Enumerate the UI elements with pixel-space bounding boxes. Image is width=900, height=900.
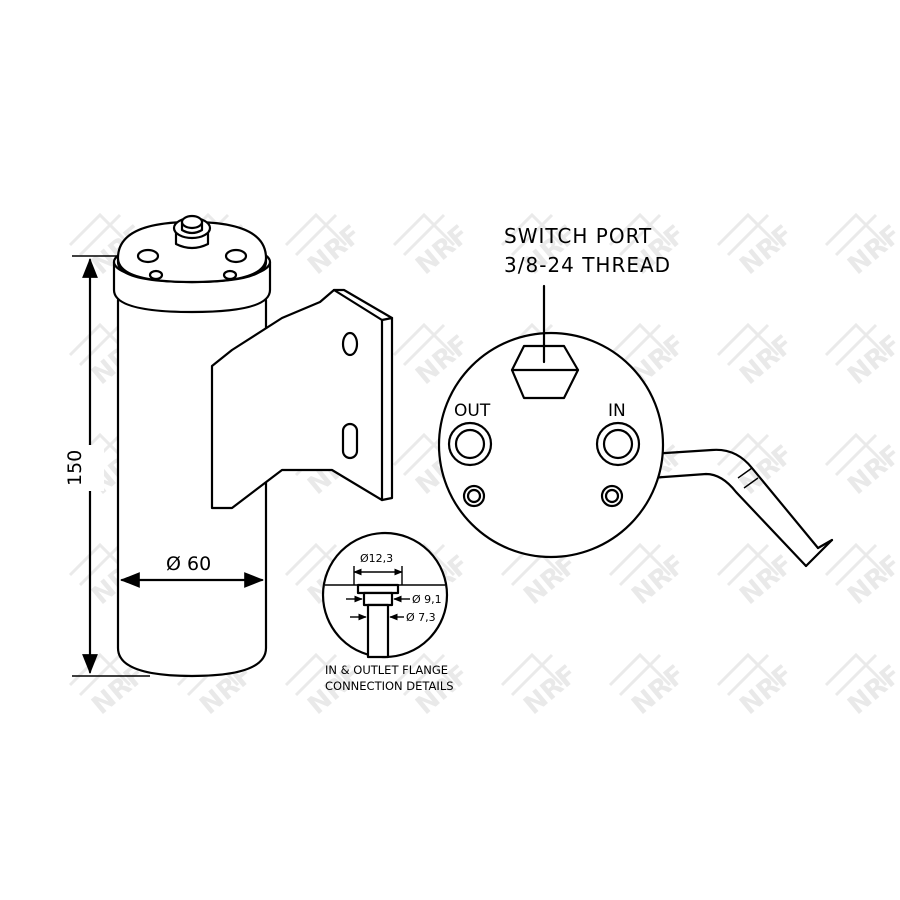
watermark-tile: NRF [716,542,799,611]
watermark-tile: NRF [716,652,799,721]
watermark-tile: NRF [716,212,799,281]
watermark-tile: NRF [608,542,691,611]
switch-port-callout: SWITCH PORT 3/8-24 THREAD [504,224,671,364]
watermark-tile: NRF [824,432,900,501]
svg-text:NRF: NRF [734,220,799,281]
switch-port-thread: 3/8-24 THREAD [504,253,671,277]
watermark-tile: NRF [716,432,799,501]
watermark-tile: NRF [824,212,900,281]
svg-text:NRF: NRF [734,550,799,611]
diameter-value: Ø 60 [166,553,211,575]
watermark-tile: NRF [824,322,900,391]
flange-caption-line1: IN & OUTLET FLANGE [325,663,448,677]
svg-text:NRF: NRF [302,220,367,281]
watermark-tile: NRF [392,212,475,281]
svg-text:NRF: NRF [626,660,691,721]
switch-port-label: SWITCH PORT [504,224,652,248]
out-port-label: OUT [454,401,491,421]
svg-text:NRF: NRF [518,550,583,611]
watermark-tile: NRF [716,322,799,391]
flange-detail: Ø12,3 Ø 9,1 Ø 7,3 IN & OUTLET FLANGE CON… [321,531,454,693]
watermark-tile: NRF [824,542,900,611]
flange-diameter-9-1: Ø 9,1 [412,593,442,606]
flange-diameter-12-3: Ø12,3 [360,552,393,565]
watermark-tile: NRF [608,652,691,721]
height-dimension: 150 [64,255,150,677]
svg-text:NRF: NRF [734,660,799,721]
drier-end-view: OUT IN [437,331,834,568]
svg-text:NRF: NRF [734,440,799,501]
watermark-tile: NRF [824,652,900,721]
svg-text:NRF: NRF [410,220,475,281]
svg-text:NRF: NRF [518,660,583,721]
height-value: 150 [64,450,86,486]
svg-text:NRF: NRF [626,550,691,611]
flange-caption-line2: CONNECTION DETAILS [325,679,454,693]
watermark-tile: NRF [284,212,367,281]
in-port-label: IN [608,401,626,421]
diameter-dimension: Ø 60 [120,548,264,588]
svg-text:NRF: NRF [734,330,799,391]
flange-diameter-7-3: Ø 7,3 [406,611,436,624]
watermark-tile: NRF [500,652,583,721]
